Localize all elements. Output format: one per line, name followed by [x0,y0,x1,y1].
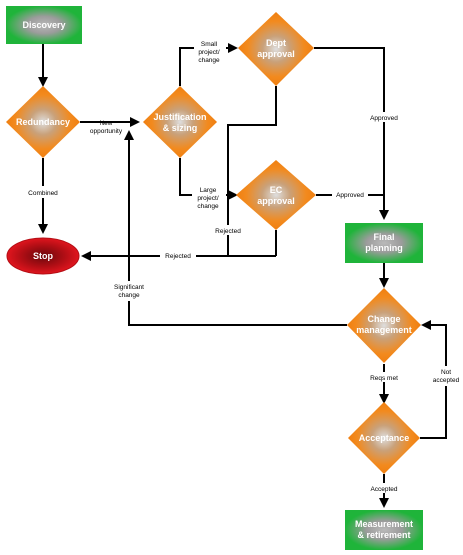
node-justification-label-1: Justification [153,112,206,122]
node-ec-approval: EC approval [236,160,316,230]
node-acceptance-label: Acceptance [359,433,410,443]
node-justification-label-2: & sizing [163,123,198,133]
label-reqs-met: Reqs met [370,375,398,382]
node-final-planning-label-1: Final [373,232,394,242]
edge-dept-final [314,47,389,220]
node-change-management: Change management [347,288,421,363]
label-not-accepted-1: Not [441,369,451,376]
edge-dept-rejected [227,86,277,256]
node-justification: Justification & sizing [143,86,217,158]
node-ec-approval-label-2: approval [257,196,295,206]
label-small-2: project/ [198,49,220,56]
label-significant-2: change [118,292,140,299]
label-significant-1: Significant [114,284,144,291]
label-large-1: Large [200,187,217,194]
node-redundancy-label: Redundancy [16,117,70,127]
label-new-opportunity-2: opportunity [90,128,123,135]
node-final-planning: Final planning [345,223,423,263]
label-new-opportunity-1: New [99,120,112,127]
label-accepted: Accepted [370,486,397,493]
edge-labels: Combined New opportunity Small project/ … [20,38,462,493]
node-measurement-label-1: Measurement [355,519,413,529]
label-small-1: Small [201,41,218,48]
node-acceptance: Acceptance [348,402,420,474]
label-rejected-main: Rejected [165,253,191,260]
node-measurement-label-2: & retirement [357,530,410,540]
node-change-management-label-1: Change [367,314,400,324]
node-final-planning-label-2: planning [365,243,403,253]
label-small-3: change [198,57,220,64]
label-not-accepted-2: accepted [433,377,460,384]
node-dept-approval-label-1: Dept [266,38,286,48]
node-redundancy: Redundancy [6,86,80,158]
node-stop: Stop [6,237,80,275]
label-rejected-ec: Rejected [215,228,241,235]
label-approved-dept: Approved [370,115,398,122]
node-dept-approval-label-2: approval [257,49,295,59]
node-discovery: Discovery [6,6,82,44]
label-large-3: change [197,203,219,210]
label-combined: Combined [28,190,58,197]
node-change-management-label-2: management [356,325,412,335]
label-approved-ec: Approved [336,192,364,199]
node-discovery-label: Discovery [22,20,65,30]
node-measurement: Measurement & retirement [345,510,423,550]
node-dept-approval: Dept approval [238,12,314,86]
label-large-2: project/ [197,195,219,202]
node-stop-label: Stop [33,251,53,261]
edge-change-justification [124,130,347,326]
node-ec-approval-label-1: EC [270,185,283,195]
